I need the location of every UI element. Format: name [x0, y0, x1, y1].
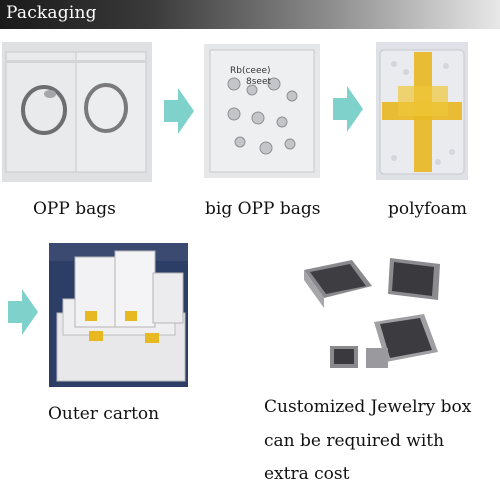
- photo-big-opp-bags: Rb(ceee) 8seet: [204, 44, 320, 178]
- photo-opp-bags: [2, 42, 152, 182]
- big-opp-bags-image: [204, 44, 320, 178]
- arrow-right-icon: [8, 289, 38, 335]
- photo-jewelry-boxes: [300, 250, 446, 376]
- step-label-polyfoam: polyfoam: [388, 199, 467, 219]
- photo-polyfoam: [376, 42, 468, 180]
- note-line-1: Customized Jewelry box: [264, 397, 472, 417]
- polyfoam-image: [376, 42, 468, 180]
- section-header: Packaging: [0, 0, 500, 29]
- note-line-3: extra cost: [264, 464, 350, 484]
- jewelry-boxes-image: [300, 250, 446, 376]
- bag-label-line1: Rb(ceee): [230, 66, 271, 76]
- photo-outer-carton: [49, 243, 188, 387]
- note-line-2: can be required with: [264, 431, 445, 451]
- opp-bags-image: [2, 42, 152, 182]
- bag-label-line2: 8seet: [246, 77, 272, 87]
- step-label-outer-carton: Outer carton: [48, 404, 160, 424]
- arrow-right-icon: [164, 88, 194, 134]
- step-label-big-opp-bags: big OPP bags: [205, 199, 321, 219]
- arrow-right-icon: [333, 86, 363, 132]
- step-label-opp-bags: OPP bags: [33, 199, 116, 219]
- section-title: Packaging: [6, 3, 97, 23]
- outer-carton-image: [49, 243, 188, 387]
